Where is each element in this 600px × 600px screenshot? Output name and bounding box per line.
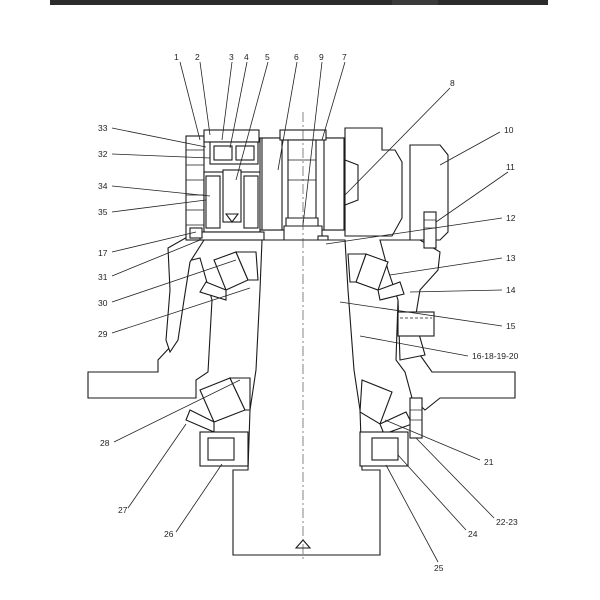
label-6: 6 (294, 52, 299, 62)
leader-29 (111, 287, 251, 334)
cover-plate-right (409, 144, 449, 241)
label-25: 25 (434, 563, 444, 573)
housing (87, 127, 516, 411)
label-27: 27 (118, 505, 128, 515)
seal-right-ring (371, 437, 399, 461)
label-35: 35 (98, 207, 108, 217)
leader-10 (439, 131, 501, 166)
planet-shaft-tip (224, 213, 240, 223)
leader-28 (113, 379, 241, 443)
output-shaft (232, 239, 381, 556)
bolt-head (285, 217, 319, 227)
leader-25 (385, 464, 439, 563)
leader-1 (179, 61, 201, 141)
upper-bearing-left-cup (235, 251, 259, 281)
carrier-right-web (323, 137, 345, 231)
label-4: 4 (244, 52, 249, 62)
planet-needle-bearing (205, 175, 221, 229)
label-17: 17 (98, 248, 108, 258)
leader-15 (339, 301, 503, 327)
label-29: 29 (98, 329, 108, 339)
leader-2 (199, 61, 211, 136)
label-21: 21 (484, 457, 494, 467)
bearings (185, 251, 423, 467)
leader-lines (111, 61, 509, 563)
leader-8 (344, 87, 451, 196)
leader-32 (111, 153, 211, 159)
leader-21 (384, 419, 481, 461)
bolt-22-23 (409, 397, 423, 439)
leader-27 (127, 423, 187, 509)
label-12: 12 (506, 213, 516, 223)
label-10: 10 (504, 125, 514, 135)
label-24: 24 (468, 529, 478, 539)
leader-7 (321, 61, 346, 141)
label-34: 34 (98, 181, 108, 191)
label-8: 8 (450, 78, 455, 88)
label-30: 30 (98, 298, 108, 308)
part-labels: 1 2 3 4 5 6 9 7 8 10 11 12 13 14 15 16-1… (98, 52, 519, 573)
leader-22-23 (415, 437, 495, 519)
upper-planet-bearing (213, 145, 233, 161)
label-32: 32 (98, 149, 108, 159)
upper-bearing-right-cup (347, 253, 367, 283)
housing-right-wall (379, 239, 441, 361)
label-22-23: 22-23 (496, 517, 518, 527)
upper-bearing-left-cone (199, 281, 227, 301)
housing-port (397, 311, 435, 337)
leader-14 (409, 289, 503, 293)
ring-gear-left (185, 135, 205, 241)
label-2: 2 (195, 52, 200, 62)
label-31: 31 (98, 272, 108, 282)
label-14: 14 (506, 285, 516, 295)
leader-11 (435, 171, 509, 223)
label-9: 9 (319, 52, 324, 62)
label-15: 15 (506, 321, 516, 331)
leader-33 (111, 127, 207, 148)
leader-12 (325, 217, 503, 245)
leader-24 (397, 454, 467, 531)
label-16-18-19-20: 16-18-19-20 (472, 351, 519, 361)
carrier-left-web (261, 137, 283, 231)
upper-bearing-right-cone (377, 281, 405, 301)
label-7: 7 (342, 52, 347, 62)
leader-5 (235, 61, 269, 181)
label-28: 28 (100, 438, 110, 448)
lower-bearing-right-roller (359, 379, 393, 425)
leader-13 (389, 257, 503, 276)
leader-4 (229, 61, 248, 149)
top-bar-accent (392, 0, 438, 5)
carrier-plate (199, 231, 265, 241)
snap-ring-17 (189, 227, 203, 239)
leader-9 (302, 61, 323, 226)
ring-gear-right (344, 127, 403, 237)
label-3: 3 (229, 52, 234, 62)
leader-26 (175, 463, 223, 533)
output-shaft-body (232, 239, 381, 556)
planet-needle-bearing-2 (243, 175, 259, 229)
label-5: 5 (265, 52, 270, 62)
leader-35 (111, 199, 207, 213)
lower-bearing-left-cup (229, 377, 251, 411)
lower-bearing-right-cone (379, 411, 413, 435)
leader-34 (111, 185, 211, 197)
leader-16-18-19-20 (359, 335, 469, 357)
label-1: 1 (174, 52, 179, 62)
label-33: 33 (98, 123, 108, 133)
leader-31 (111, 239, 201, 277)
housing-right-flange (395, 299, 516, 411)
label-13: 13 (506, 253, 516, 263)
label-26: 26 (164, 529, 174, 539)
leader-30 (111, 259, 237, 303)
bolt-11 (423, 211, 437, 249)
planet-stack-left (185, 129, 265, 241)
seal-left-ring (207, 437, 235, 461)
label-11: 11 (506, 162, 515, 172)
leader-6 (277, 61, 298, 171)
leader-17 (111, 231, 197, 253)
top-dark-bar (50, 0, 548, 5)
leader-3 (221, 61, 233, 141)
